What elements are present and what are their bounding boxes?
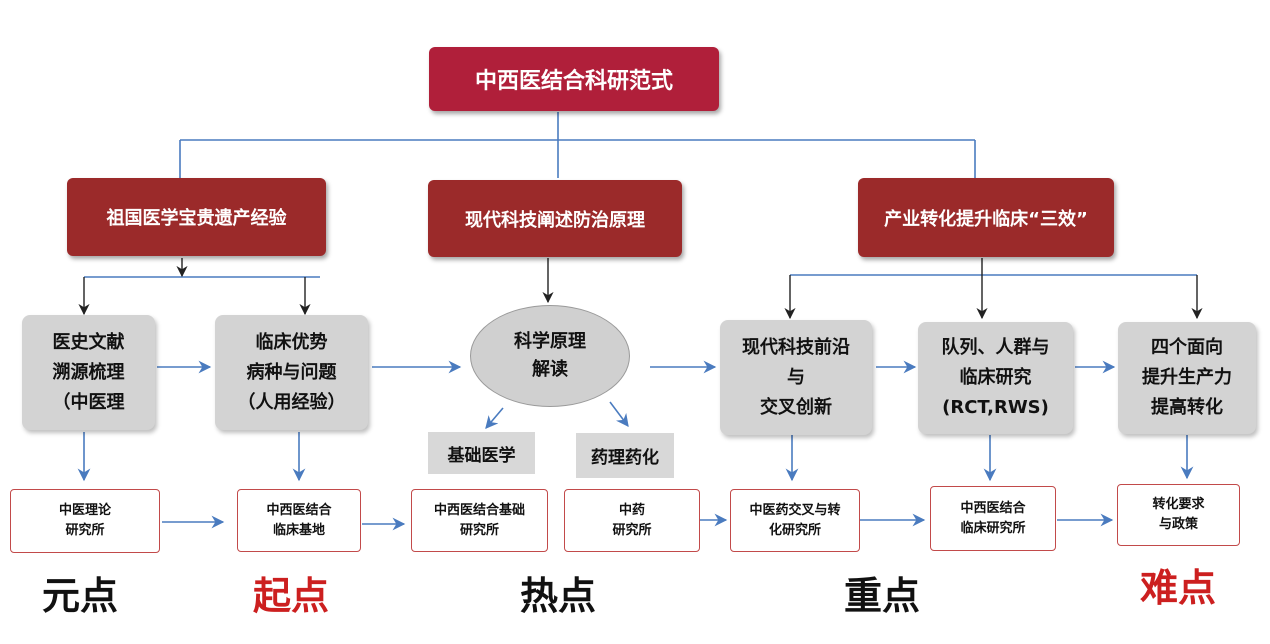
science-branch-connector [485, 258, 629, 429]
diagram-title: 中西医结合科研范式 [429, 47, 719, 111]
label-start-point: 起点 [253, 573, 330, 618]
institute-clinical-base: 中西医结合 临床基地 [237, 489, 361, 552]
step-clinical-advantage: 临床优势 病种与问题 （人用经验） [215, 315, 368, 430]
step-four-orientations: 四个面向 提升生产力 提高转化 [1118, 322, 1256, 434]
institute-cross-translation: 中医药交叉与转 化研究所 [730, 489, 860, 552]
step-frontier-innovation: 现代科技前沿 与 交叉创新 [720, 320, 872, 435]
heritage-branch-connector [78, 258, 320, 316]
label-focus-point: 重点 [844, 573, 921, 618]
institute-tcm-theory: 中医理论 研究所 [10, 489, 160, 553]
institute-policy: 转化要求 与政策 [1117, 484, 1240, 546]
industry-branch-connector [784, 258, 1203, 320]
institute-clinical-research: 中西医结合 临床研究所 [930, 486, 1056, 551]
top-connector [179, 112, 976, 178]
institute-tcm-drug: 中药 研究所 [564, 489, 700, 552]
category-heritage: 祖国医学宝贵遗产经验 [67, 178, 326, 256]
sub-pharmacology: 药理药化 [576, 433, 674, 478]
category-modern-science: 现代科技阐述防治原理 [428, 180, 682, 257]
step-scientific-principle: 科学原理 解读 [470, 305, 630, 407]
label-difficult-point: 难点 [1140, 565, 1217, 610]
step-cohort-clinical-research: 队列、人群与 临床研究 (RCT,RWS) [918, 322, 1073, 434]
category-industry: 产业转化提升临床“三效” [858, 178, 1114, 257]
step-to-institute-arrows [77, 432, 1194, 482]
label-origin-point: 元点 [42, 573, 119, 618]
sub-basic-medicine: 基础医学 [428, 432, 535, 474]
step-history-literature: 医史文献 溯源梳理 （中医理 [22, 315, 155, 430]
institute-flow-arrows [162, 513, 1114, 531]
institute-basic-research: 中西医结合基础 研究所 [411, 489, 548, 552]
label-hot-point: 热点 [520, 573, 597, 618]
